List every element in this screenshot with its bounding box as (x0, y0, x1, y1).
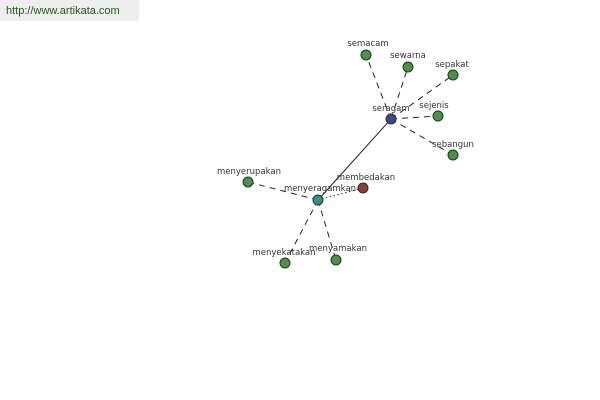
node-menyeragamkan[interactable] (312, 194, 324, 206)
node-label-menyeragamkan[interactable]: menyeragamkan (284, 184, 356, 194)
edge-seragam-sepakat (390, 74, 454, 120)
node-sepakat[interactable] (447, 69, 459, 81)
edge-seragam-semacam (365, 54, 392, 120)
node-seragam[interactable] (385, 113, 397, 125)
node-label-sewarna[interactable]: sewarna (390, 51, 426, 61)
node-sewarna[interactable] (402, 61, 414, 73)
node-label-menyerupakan[interactable]: menyerupakan (217, 167, 281, 177)
edge-seragam-sebangun (390, 118, 454, 156)
node-semacam[interactable] (360, 49, 372, 61)
edge-seragam-sejenis (390, 115, 439, 120)
node-label-membedakan[interactable]: membedakan (337, 173, 395, 183)
node-label-sejenis[interactable]: sejenis (419, 101, 449, 111)
node-sejenis[interactable] (432, 110, 444, 122)
edge-seragam-menyeragamkan (317, 118, 392, 201)
node-menyamakan[interactable] (330, 254, 342, 266)
edge-menyeragamkan-menyerupakan (247, 181, 319, 201)
node-label-menyekatakan[interactable]: menyekatakan (252, 248, 315, 258)
node-sebangun[interactable] (447, 149, 459, 161)
source-url[interactable]: http://www.artikata.com (0, 0, 139, 21)
node-menyerupakan[interactable] (242, 176, 254, 188)
node-label-sepakat[interactable]: sepakat (435, 60, 469, 70)
edge-menyeragamkan-menyekatakan (284, 199, 319, 264)
node-label-seragam[interactable]: seragam (372, 104, 409, 114)
edge-seragam-sewarna (390, 66, 409, 120)
node-label-sebangun[interactable]: sebangun (432, 140, 474, 150)
node-label-menyamakan[interactable]: menyamakan (309, 244, 367, 254)
node-label-semacam[interactable]: semacam (347, 39, 388, 49)
node-menyekatakan[interactable] (279, 257, 291, 269)
node-membedakan[interactable] (357, 182, 369, 194)
